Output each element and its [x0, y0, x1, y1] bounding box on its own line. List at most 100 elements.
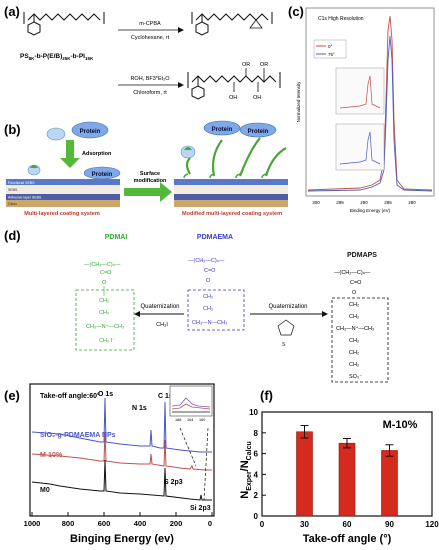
svg-text:290: 290 — [360, 200, 368, 205]
chart-annotation: M-10% — [383, 419, 418, 431]
svg-text:OR: OR — [260, 62, 268, 68]
svg-text:Protein: Protein — [212, 127, 233, 133]
svg-text:Adhesive layer SEBS: Adhesive layer SEBS — [8, 196, 42, 200]
svg-text:200: 200 — [170, 519, 183, 528]
svg-text:Protein: Protein — [248, 129, 269, 135]
svg-text:CH₂: CH₂ — [99, 298, 109, 304]
svg-text:—(CH₂—C)ₙ—: —(CH₂—C)ₙ— — [334, 270, 371, 276]
svg-text:CH₃ I⁻: CH₃ I⁻ — [99, 338, 115, 344]
svg-text:Multi-layered coating system: Multi-layered coating system — [24, 211, 100, 217]
svg-text:—(CH₂—C)ₙ—: —(CH₂—C)ₙ— — [84, 262, 121, 268]
svg-text:N 1s: N 1s — [132, 405, 147, 412]
svg-text:S: S — [282, 342, 286, 348]
svg-text:PDMAPS: PDMAPS — [347, 252, 377, 259]
svg-text:OH: OH — [253, 95, 261, 101]
svg-text:280: 280 — [408, 200, 416, 205]
svg-text:CH₃I: CH₃I — [156, 322, 168, 328]
svg-text:Chloroform, rt: Chloroform, rt — [133, 90, 167, 96]
svg-text:400: 400 — [134, 519, 147, 528]
svg-text:CH₃—N⁺—CH₃: CH₃—N⁺—CH₃ — [86, 323, 124, 330]
svg-text:M0: M0 — [40, 487, 50, 494]
svg-text:ROH, BF3*Et₂O: ROH, BF3*Et₂O — [130, 76, 170, 82]
svg-text:M-10%: M-10% — [40, 452, 63, 459]
svg-text:C=O: C=O — [204, 268, 216, 274]
panel-label-c: (c) — [288, 4, 304, 19]
chart-ylabel: NExper/NCalcu — [239, 441, 253, 498]
svg-text:SEBS: SEBS — [8, 188, 18, 192]
svg-text:168: 168 — [175, 418, 181, 422]
svg-text:Take-off angle:60°: Take-off angle:60° — [40, 392, 100, 400]
svg-text:Glass: Glass — [8, 202, 17, 206]
svg-text:Quaternization: Quaternization — [140, 304, 179, 310]
chart-bar — [296, 431, 313, 517]
svg-text:CH₃—N—CH₃: CH₃—N—CH₃ — [192, 320, 227, 326]
panel-e-xticks: 1000 800 600 400 200 0 — [24, 512, 213, 528]
svg-text:600: 600 — [98, 519, 111, 528]
chart-xtick-label: 90 — [385, 520, 394, 529]
svg-text:160: 160 — [199, 418, 205, 422]
svg-text:S 2p3: S 2p3 — [164, 479, 183, 486]
panel-b-schematic: Protein Adsorption Protein Functional SE… — [6, 120, 288, 217]
panel-label-a: (a) — [4, 4, 20, 19]
svg-text:0: 0 — [208, 519, 212, 528]
panel-f-bar-chart: NExper/NCalcu Take-off angle (°) M-10% 0… — [239, 408, 439, 545]
chart-xtick-label: 0 — [260, 520, 265, 529]
svg-text:—(CH₂—C)ₙ—: —(CH₂—C)ₙ— — [188, 258, 225, 264]
svg-text:SiO₂-g-PDMAEMA NPs: SiO₂-g-PDMAEMA NPs — [40, 432, 116, 439]
svg-text:O 1s: O 1s — [98, 391, 113, 398]
svg-text:Binging Energy (ev): Binging Energy (ev) — [70, 533, 174, 545]
panel-c-xps-spectrum: C1s High Resolution Normalized Intensity… — [296, 7, 435, 213]
svg-text:OH: OH — [229, 95, 237, 101]
svg-text:1000: 1000 — [24, 519, 41, 528]
chart-xtick-label: 60 — [343, 520, 352, 529]
chart-xtick-label: 120 — [425, 520, 439, 529]
chart-ytick-label: 0 — [254, 512, 259, 521]
svg-text:O: O — [102, 280, 107, 286]
svg-text:Binding Energy (eV): Binding Energy (eV) — [350, 208, 391, 213]
panel-a-scheme: PS8K-b-P(E/B)25K-b-PI15K m-CPBA Cyclohex… — [20, 12, 281, 101]
svg-text:Functional SEBS: Functional SEBS — [8, 181, 35, 185]
svg-text:CH₂: CH₂ — [349, 362, 359, 368]
chart-ytick-label: 4 — [254, 470, 259, 479]
chart-ytick-label: 10 — [249, 408, 258, 417]
panel-label-e: (e) — [4, 388, 20, 403]
svg-text:Quaternization: Quaternization — [268, 304, 307, 310]
svg-text:75°: 75° — [328, 52, 335, 57]
svg-text:Modified multi-layered coating: Modified multi-layered coating system — [182, 211, 282, 217]
svg-text:O: O — [352, 290, 357, 296]
svg-text:800: 800 — [62, 519, 75, 528]
svg-text:m-CPBA: m-CPBA — [139, 21, 161, 27]
svg-text:SO₃⁻: SO₃⁻ — [349, 374, 362, 380]
chart-xlabel: Take-off angle (°) — [303, 533, 392, 545]
svg-text:Protein: Protein — [80, 129, 101, 135]
svg-text:C1s High Resolution: C1s High Resolution — [318, 16, 364, 22]
svg-text:C 1s: C 1s — [158, 393, 173, 400]
panel-label-d: (d) — [4, 228, 21, 243]
svg-text:300: 300 — [312, 200, 320, 205]
svg-text:Cyclohexane, rt: Cyclohexane, rt — [131, 35, 170, 41]
svg-text:CH₂: CH₂ — [99, 310, 109, 316]
svg-text:CH₃—N⁺—CH₃: CH₃—N⁺—CH₃ — [336, 325, 374, 332]
svg-text:Si 2p3: Si 2p3 — [190, 505, 211, 512]
svg-text:PS8K-b-P(E/B)25K-b-PI15K: PS8K-b-P(E/B)25K-b-PI15K — [20, 53, 94, 61]
svg-text:CH₂: CH₂ — [203, 294, 213, 300]
panel-d-scheme: PDMAI PDMAEMA PDMAPS —(CH₂—C)ₙ— C=O O CH… — [75, 234, 389, 383]
svg-text:OR: OR — [242, 62, 250, 68]
svg-text:C=O: C=O — [350, 280, 362, 286]
svg-text:0°: 0° — [328, 44, 333, 49]
chart-bar — [381, 450, 398, 517]
svg-text:Normalized Intensity: Normalized Intensity — [296, 81, 301, 123]
svg-text:CH₂: CH₂ — [349, 350, 359, 356]
panel-e-xps-survey: 1000 800 600 400 200 0 Binging Energy (e… — [24, 383, 215, 545]
svg-text:PDMAEMA: PDMAEMA — [197, 234, 233, 241]
svg-text:CH₂: CH₂ — [203, 306, 213, 312]
svg-text:Adsorption: Adsorption — [82, 151, 112, 157]
panel-label-b: (b) — [4, 122, 21, 137]
chart-xtick-label: 30 — [300, 520, 309, 529]
chart-ytick-label: 6 — [254, 450, 259, 459]
svg-text:285: 285 — [384, 200, 392, 205]
chart-bar — [338, 442, 356, 517]
svg-text:O: O — [206, 278, 211, 284]
